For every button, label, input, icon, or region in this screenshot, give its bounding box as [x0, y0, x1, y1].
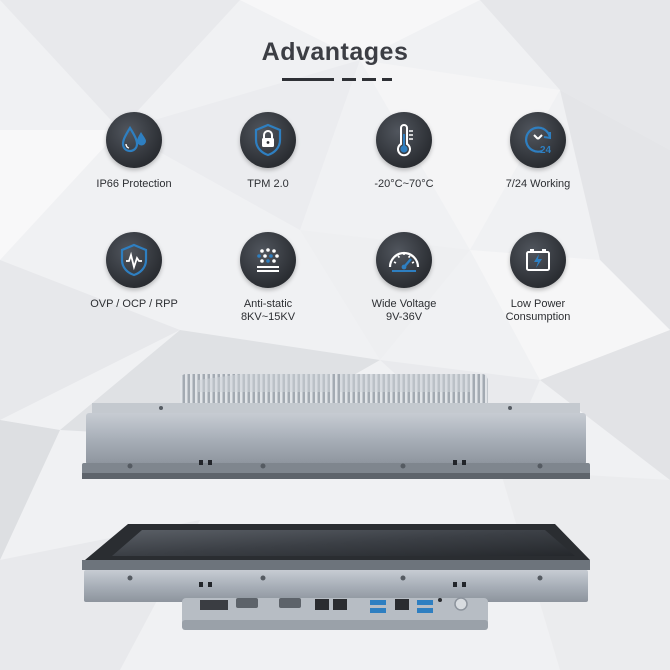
title-underline — [282, 78, 392, 81]
feature-label: OVP / OCP / RPP — [90, 298, 178, 310]
feature-label: TPM 2.0 — [247, 178, 289, 190]
water-drops-icon — [106, 112, 162, 168]
gauge-icon — [376, 232, 432, 288]
feature-temperature: -20°C~70°C — [334, 112, 474, 191]
feature-sublabel: 9V-36V — [385, 311, 423, 323]
feature-label: Anti-static — [243, 298, 293, 310]
feature-protection: OVP / OCP / RPP — [64, 232, 204, 311]
feature-sublabel: Consumption — [505, 311, 571, 323]
feature-label: -20°C~70°C — [374, 178, 434, 190]
thermometer-icon — [376, 112, 432, 168]
feature-working: 24 7/24 Working — [468, 112, 608, 191]
battery-bolt-icon — [510, 232, 566, 288]
clock-24-icon: 24 — [510, 112, 566, 168]
static-dots-icon — [240, 232, 296, 288]
device-back-view — [82, 374, 590, 479]
feature-antistatic: Anti-static 8KV~15KV — [198, 232, 338, 324]
feature-ip66: IP66 Protection — [64, 112, 204, 191]
feature-sublabel: 8KV~15KV — [240, 311, 296, 323]
feature-label: 7/24 Working — [505, 178, 571, 190]
device-front-view — [82, 524, 590, 630]
page-title: Advantages — [261, 38, 409, 66]
feature-label: Low Power — [510, 298, 566, 310]
shield-lock-icon — [240, 112, 296, 168]
feature-voltage: Wide Voltage 9V-36V — [334, 232, 474, 324]
feature-label: Wide Voltage — [371, 298, 437, 310]
feature-label: IP66 Protection — [96, 178, 172, 190]
shield-wave-icon — [106, 232, 162, 288]
feature-power: Low Power Consumption — [468, 232, 608, 324]
feature-tpm: TPM 2.0 — [198, 112, 338, 191]
svg-text:24: 24 — [540, 145, 552, 156]
